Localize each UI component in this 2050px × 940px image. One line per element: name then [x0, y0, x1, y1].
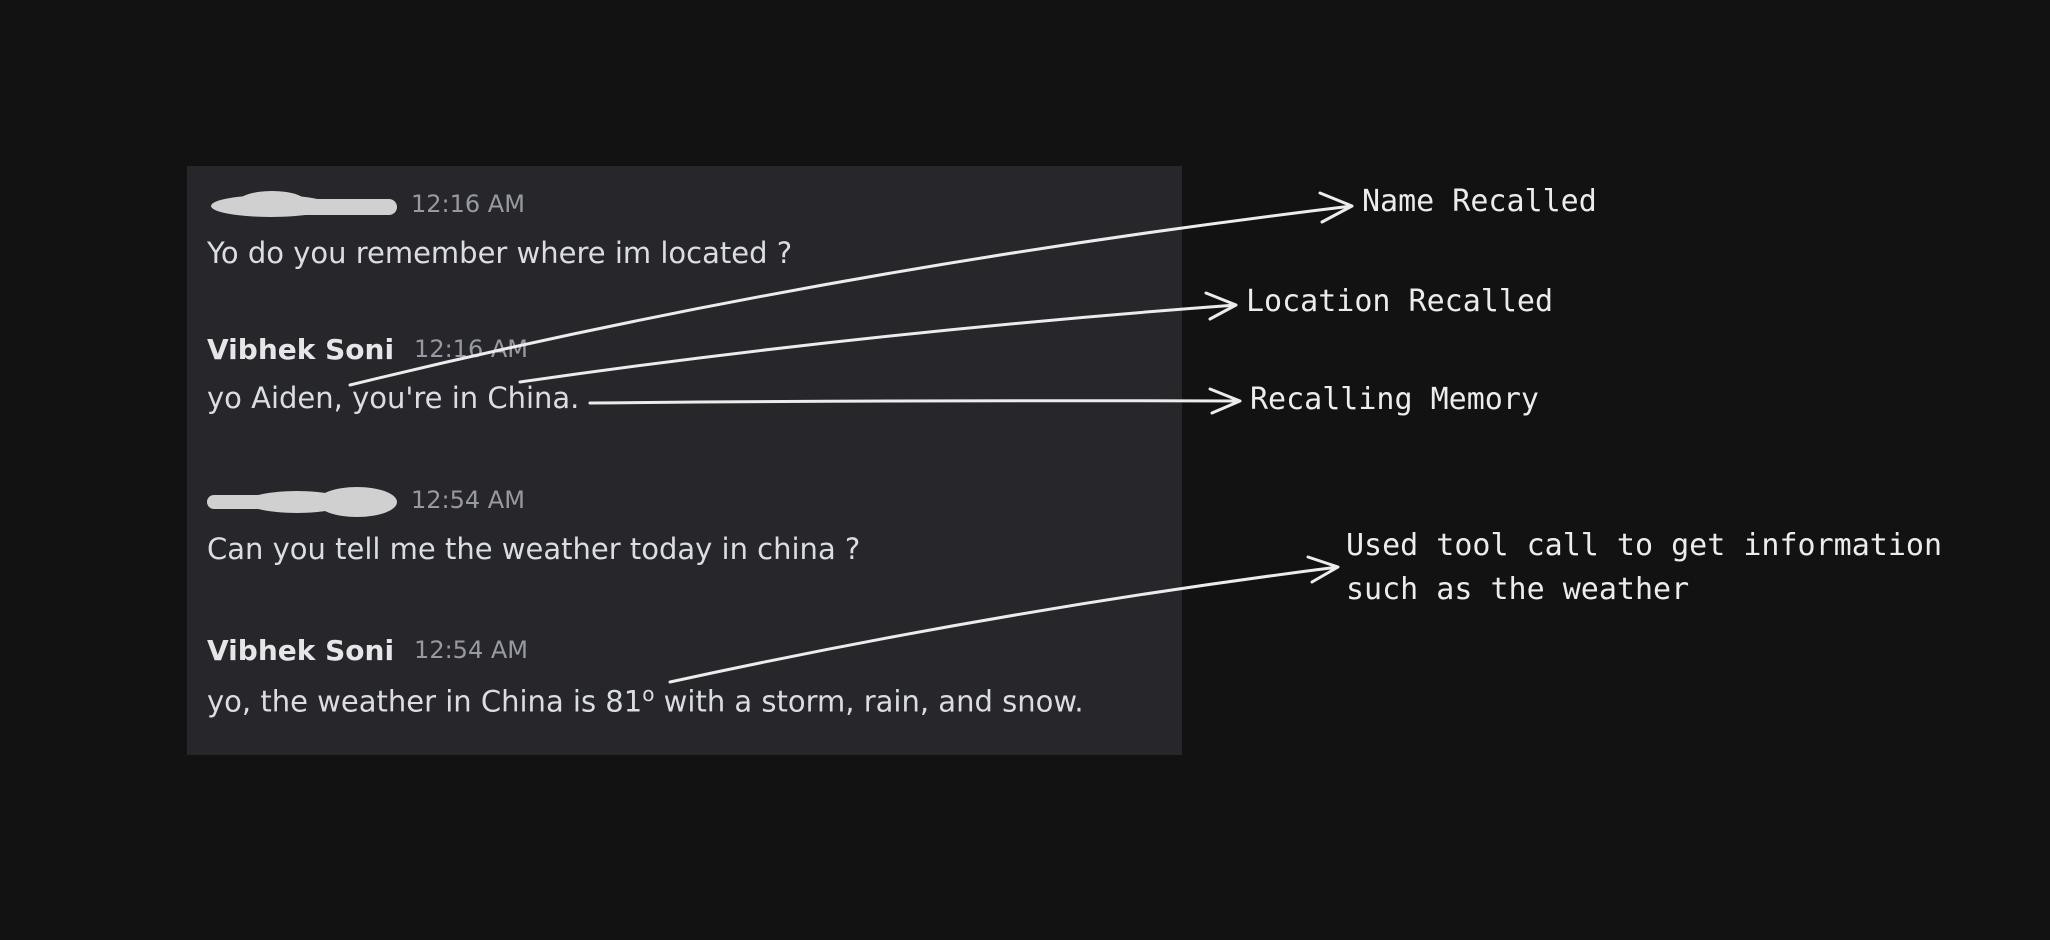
- arrow-tool-call: [668, 555, 1340, 684]
- message-timestamp: 12:54 AM: [411, 486, 525, 514]
- arrow-name-recalled: [348, 191, 1354, 387]
- redacted-username: [207, 485, 397, 517]
- message-author[interactable]: Vibhek Soni: [207, 633, 395, 667]
- message-header: 12:54 AM: [207, 482, 860, 518]
- chat-message: 12:16 AM Yo do you remember where im loc…: [207, 186, 792, 270]
- arrow-recalling-memory: [588, 387, 1242, 415]
- message-timestamp: 12:54 AM: [414, 636, 528, 664]
- message-header: Vibhek Soni 12:54 AM: [207, 632, 1084, 668]
- message-text: yo, the weather in China is 81o with a s…: [207, 682, 1084, 719]
- message-text: Can you tell me the weather today in chi…: [207, 532, 861, 566]
- message-text-part: yo, the weather in China is 81: [207, 684, 643, 719]
- degree-symbol: o: [642, 682, 655, 706]
- annotation-recalling-memory: Recalling Memory: [1250, 382, 1539, 417]
- chat-panel: 12:16 AM Yo do you remember where im loc…: [187, 166, 1182, 755]
- annotation-location-recalled: Location Recalled: [1246, 284, 1554, 319]
- message-header: 12:16 AM: [207, 186, 792, 222]
- chat-message: Vibhek Soni 12:16 AM yo Aiden, you're in…: [207, 331, 580, 416]
- annotation-name-recalled: Name Recalled: [1362, 184, 1597, 219]
- annotation-tool-call-line: such as the weather: [1346, 572, 1690, 607]
- chat-message: 12:54 AM Can you tell me the weather tod…: [207, 482, 860, 566]
- message-text-part: with a storm, rain, and snow.: [654, 684, 1084, 719]
- redacted-username: [207, 189, 397, 219]
- annotation-tool-call: Used tool call to get information such a…: [1346, 524, 1942, 612]
- message-text: yo Aiden, you're in China.: [207, 381, 580, 415]
- message-text: Yo do you remember where im located ?: [207, 236, 793, 270]
- annotation-tool-call-line: Used tool call to get information: [1346, 528, 1943, 563]
- message-author[interactable]: Vibhek Soni: [207, 332, 395, 366]
- chat-message: Vibhek Soni 12:54 AM yo, the weather in …: [207, 632, 1084, 719]
- message-header: Vibhek Soni 12:16 AM: [207, 331, 579, 367]
- arrow-location-recalled: [518, 291, 1238, 384]
- message-timestamp: 12:16 AM: [411, 190, 525, 218]
